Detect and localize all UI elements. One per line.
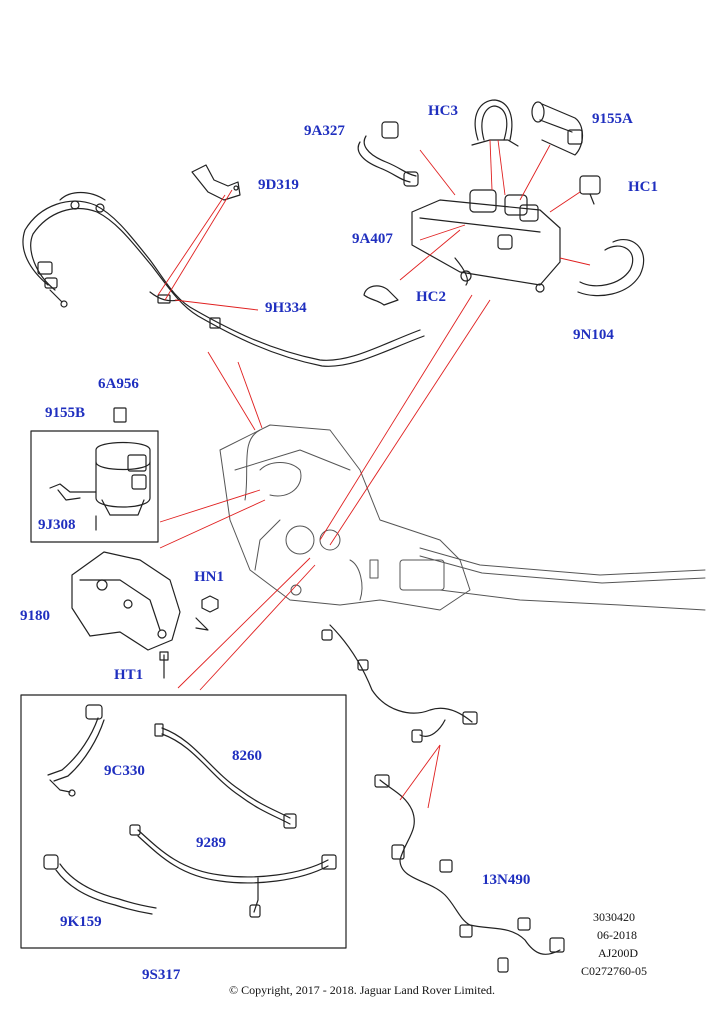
- fuel-filter-9155b: [30, 407, 159, 543]
- callout-9c330[interactable]: 9C330: [104, 763, 145, 779]
- callout-6a956[interactable]: 6A956: [98, 376, 139, 392]
- hose-9n104: [577, 239, 645, 297]
- callout-9a327[interactable]: 9A327: [304, 123, 345, 139]
- callout-9a407[interactable]: 9A407: [352, 231, 393, 247]
- callout-hc2[interactable]: HC2: [416, 289, 446, 305]
- callout-9k159[interactable]: 9K159: [60, 914, 102, 930]
- fuel-line-9h334: [22, 191, 425, 367]
- clamp-hc3: [471, 99, 519, 147]
- callout-9h334[interactable]: 9H334: [265, 300, 307, 316]
- bracket-9d319: [191, 164, 241, 201]
- hose-9c330: [47, 704, 105, 797]
- callout-9d319[interactable]: 9D319: [258, 177, 299, 193]
- ref-model: AJ200D: [598, 946, 639, 960]
- callout-hc1[interactable]: HC1: [628, 179, 658, 195]
- engine-assembly: [219, 424, 706, 611]
- ref-illustration-number: C0272760-05: [581, 964, 647, 978]
- kit-9s317-box: [20, 694, 347, 949]
- copyright-notice: © Copyright, 2017 - 2018. Jaguar Land Ro…: [228, 983, 496, 997]
- nut-hn1: [195, 595, 219, 631]
- ref-date: 06-2018: [597, 928, 637, 942]
- clip-hc1: [579, 175, 601, 205]
- clamp-hc2: [363, 285, 399, 306]
- callout-9289[interactable]: 9289: [196, 835, 226, 851]
- hose-9a327: [357, 121, 419, 187]
- callout-9155b[interactable]: 9155B: [45, 405, 86, 421]
- callout-hc3[interactable]: HC3: [428, 103, 458, 119]
- wiring-harness-13n490: [321, 624, 565, 973]
- callout-8260[interactable]: 8260: [232, 748, 262, 764]
- callout-9n104[interactable]: 9N104: [573, 327, 614, 343]
- leader-lines: [157, 139, 591, 809]
- callout-13n490[interactable]: 13N490: [482, 872, 531, 888]
- callout-9j308[interactable]: 9J308: [38, 517, 76, 533]
- ref-code: 3030420: [593, 910, 635, 924]
- callout-9s317[interactable]: 9S317: [142, 967, 181, 983]
- callout-9155a[interactable]: 9155A: [592, 111, 633, 127]
- heat-shield-9180: [71, 551, 181, 679]
- hose-9289: [129, 824, 337, 918]
- valve-9155a: [531, 101, 584, 156]
- canister-9a407: [411, 189, 561, 293]
- callout-ht1[interactable]: HT1: [114, 667, 144, 683]
- callout-9180[interactable]: 9180: [20, 608, 50, 624]
- hose-8260: [154, 723, 297, 829]
- callout-hn1[interactable]: HN1: [194, 569, 224, 585]
- hose-9k159: [43, 854, 157, 915]
